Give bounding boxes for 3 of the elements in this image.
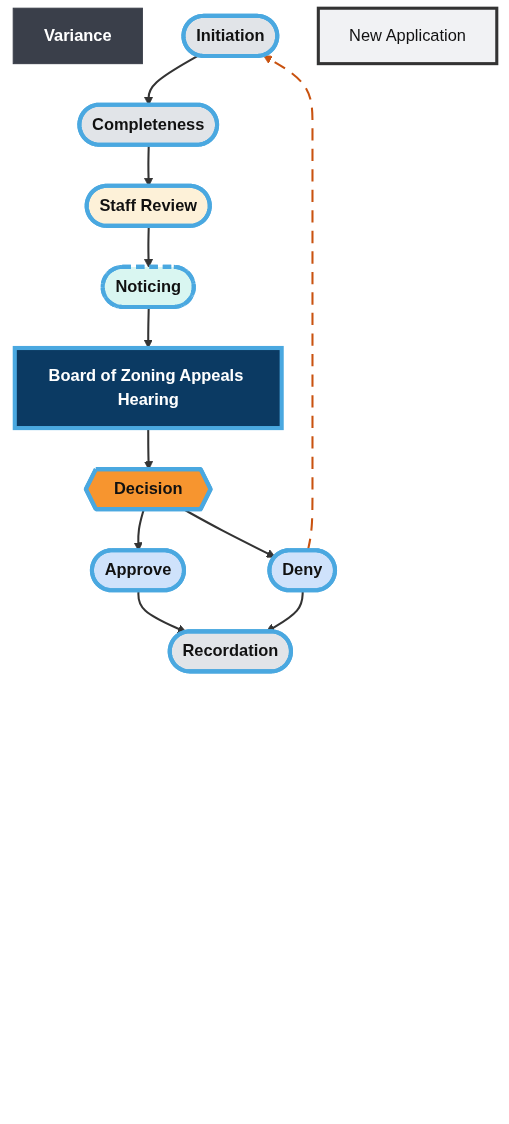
node-box: Board of Zoning Appeals Hearing xyxy=(12,345,284,431)
node-box: Variance xyxy=(12,7,143,65)
node-box: New Application xyxy=(316,6,498,66)
